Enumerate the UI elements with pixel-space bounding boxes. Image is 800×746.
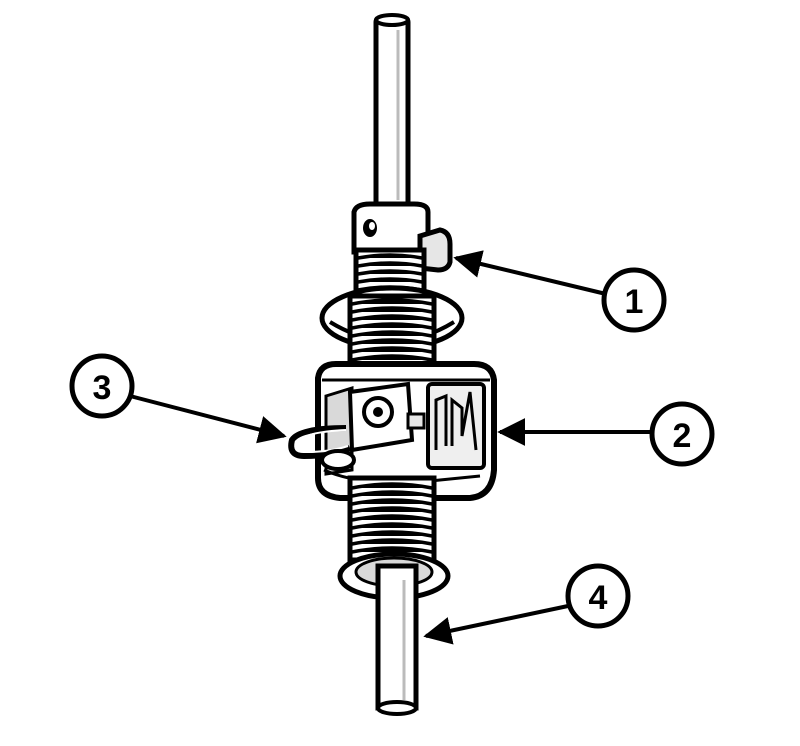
callout-4: 4 <box>565 563 631 629</box>
upper-collar <box>351 201 431 255</box>
arrow-1 <box>453 250 607 296</box>
middle-threads <box>347 293 437 373</box>
arrow-3 <box>129 394 287 444</box>
part-2-block <box>315 361 497 501</box>
callout-2: 2 <box>649 401 715 467</box>
lower-threads <box>347 475 437 563</box>
callout-1-label: 1 <box>625 283 644 321</box>
callout-3-label: 3 <box>93 369 112 407</box>
leader-arrows <box>129 250 652 645</box>
callout-1: 1 <box>601 267 667 333</box>
arrow-4 <box>423 604 569 645</box>
callout-2-label: 2 <box>673 417 692 455</box>
part-3-wire-loop <box>288 425 356 471</box>
upper-rod <box>373 13 411 221</box>
part-1-tab <box>417 227 453 273</box>
callout-3: 3 <box>69 353 135 419</box>
part-4-lower-rod <box>375 563 419 716</box>
callout-4-label: 4 <box>589 579 608 617</box>
